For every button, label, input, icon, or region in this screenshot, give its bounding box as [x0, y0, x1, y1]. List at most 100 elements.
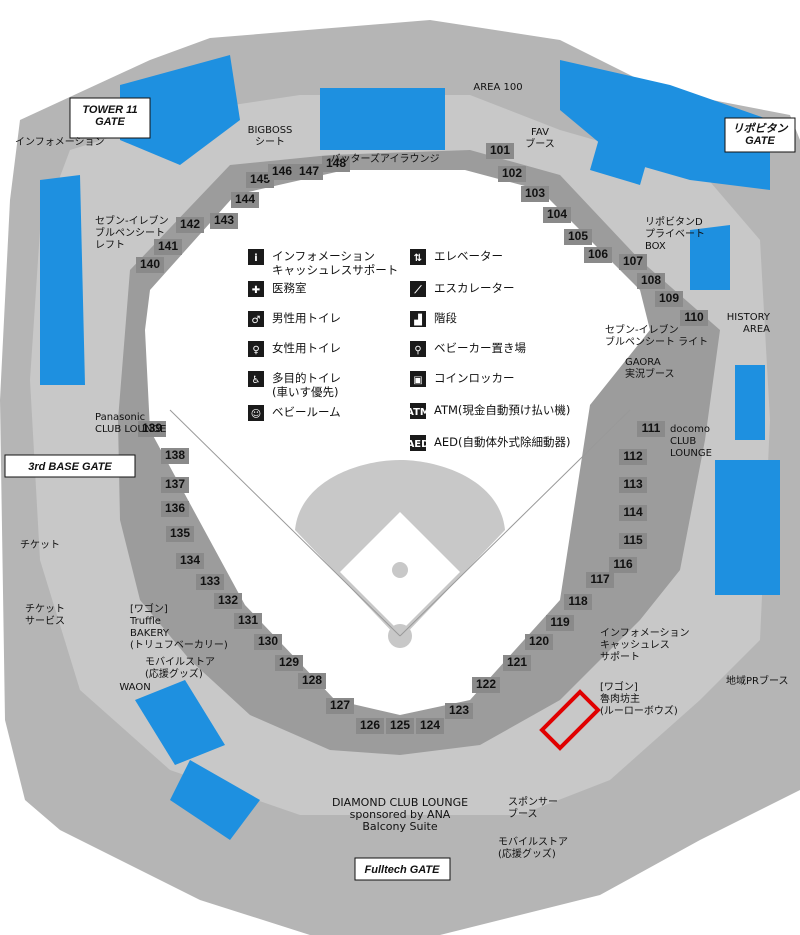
- section-115-block[interactable]: [619, 533, 647, 549]
- section-114[interactable]: 114: [623, 505, 643, 519]
- section-131-block[interactable]: [234, 613, 262, 629]
- section-111-block[interactable]: [637, 421, 665, 437]
- section-110[interactable]: 110: [684, 310, 704, 324]
- section-140-block[interactable]: [136, 257, 164, 273]
- section-124-block[interactable]: [416, 718, 444, 734]
- section-109[interactable]: 109: [659, 291, 679, 305]
- section-130[interactable]: 130: [258, 634, 278, 648]
- section-120-block[interactable]: [525, 634, 553, 650]
- section-144-block[interactable]: [231, 192, 259, 208]
- section-137[interactable]: 137: [165, 477, 185, 491]
- section-104-block[interactable]: [543, 207, 571, 223]
- section-131[interactable]: 131: [238, 613, 258, 627]
- section-129-block[interactable]: [275, 655, 303, 671]
- section-118[interactable]: 118: [568, 594, 588, 608]
- section-136-block[interactable]: [161, 501, 189, 517]
- section-141[interactable]: 141: [158, 239, 178, 253]
- section-123[interactable]: 123: [449, 703, 469, 717]
- section-119-block[interactable]: [546, 615, 574, 631]
- section-134[interactable]: 134: [180, 553, 200, 567]
- section-114-block[interactable]: [619, 505, 647, 521]
- section-116[interactable]: 116: [613, 557, 633, 571]
- section-128[interactable]: 128: [302, 673, 322, 687]
- section-143-block[interactable]: [210, 213, 238, 229]
- section-122-block[interactable]: [472, 677, 500, 693]
- section-109-block[interactable]: [655, 291, 683, 307]
- section-120[interactable]: 120: [529, 634, 549, 648]
- section-142-block[interactable]: [176, 217, 204, 233]
- section-147-block[interactable]: [295, 164, 323, 180]
- section-148-block[interactable]: [322, 156, 350, 172]
- section-106[interactable]: 106: [588, 247, 608, 261]
- section-108[interactable]: 108: [641, 273, 661, 287]
- section-105-block[interactable]: [564, 229, 592, 245]
- section-133-block[interactable]: [196, 574, 224, 590]
- section-148[interactable]: 148: [326, 156, 346, 170]
- section-135-block[interactable]: [166, 526, 194, 542]
- section-122[interactable]: 122: [476, 677, 496, 691]
- section-123-block[interactable]: [445, 703, 473, 719]
- section-138-block[interactable]: [161, 448, 189, 464]
- section-139[interactable]: 139: [142, 421, 162, 435]
- section-146-block[interactable]: [268, 164, 296, 180]
- section-126-block[interactable]: [356, 718, 384, 734]
- section-135[interactable]: 135: [170, 526, 190, 540]
- section-141-block[interactable]: [154, 239, 182, 255]
- section-129[interactable]: 129: [279, 655, 299, 669]
- section-130-block[interactable]: [254, 634, 282, 650]
- section-143[interactable]: 143: [214, 213, 234, 227]
- section-145[interactable]: 145: [250, 172, 270, 186]
- section-112-block[interactable]: [619, 449, 647, 465]
- section-121[interactable]: 121: [507, 655, 527, 669]
- section-112[interactable]: 112: [623, 449, 643, 463]
- section-147[interactable]: 147: [299, 164, 319, 178]
- section-103[interactable]: 103: [525, 186, 545, 200]
- section-137-block[interactable]: [161, 477, 189, 493]
- section-138[interactable]: 138: [165, 448, 185, 462]
- section-105[interactable]: 105: [568, 229, 588, 243]
- accessible-toilet-icon: [248, 371, 264, 387]
- section-136[interactable]: 136: [165, 501, 185, 515]
- section-115[interactable]: 115: [623, 533, 643, 547]
- legend-label-5: ベビールーム: [272, 405, 341, 419]
- section-117[interactable]: 117: [590, 572, 610, 586]
- label-seven-left: セブン-イレブンブルペンシートレフト: [95, 214, 169, 251]
- section-104[interactable]: 104: [547, 207, 567, 221]
- blue-areas: [40, 55, 780, 840]
- section-125-block[interactable]: [386, 718, 414, 734]
- section-142[interactable]: 142: [180, 217, 200, 231]
- section-101-block[interactable]: [486, 143, 514, 159]
- section-111[interactable]: 111: [642, 421, 661, 435]
- section-132-block[interactable]: [214, 593, 242, 609]
- section-127-block[interactable]: [326, 698, 354, 714]
- section-127[interactable]: 127: [330, 698, 350, 712]
- section-128-block[interactable]: [298, 673, 326, 689]
- section-108-block[interactable]: [637, 273, 665, 289]
- section-113[interactable]: 113: [623, 477, 643, 491]
- section-139-block[interactable]: [138, 421, 166, 437]
- section-146[interactable]: 146: [272, 164, 292, 178]
- section-144[interactable]: 144: [235, 192, 255, 206]
- section-103-block[interactable]: [521, 186, 549, 202]
- section-107-block[interactable]: [619, 254, 647, 270]
- section-140[interactable]: 140: [140, 257, 160, 271]
- section-117-block[interactable]: [586, 572, 614, 588]
- section-145-block[interactable]: [246, 172, 274, 188]
- section-113-block[interactable]: [619, 477, 647, 493]
- section-134-block[interactable]: [176, 553, 204, 569]
- section-133[interactable]: 133: [200, 574, 220, 588]
- section-125[interactable]: 125: [390, 718, 410, 732]
- section-118-block[interactable]: [564, 594, 592, 610]
- section-101[interactable]: 101: [490, 143, 510, 157]
- section-126[interactable]: 126: [360, 718, 380, 732]
- section-124[interactable]: 124: [420, 718, 440, 732]
- section-102[interactable]: 102: [502, 166, 522, 180]
- section-116-block[interactable]: [609, 557, 637, 573]
- section-107[interactable]: 107: [623, 254, 643, 268]
- section-132[interactable]: 132: [218, 593, 238, 607]
- section-106-block[interactable]: [584, 247, 612, 263]
- section-110-block[interactable]: [680, 310, 708, 326]
- section-121-block[interactable]: [503, 655, 531, 671]
- section-119[interactable]: 119: [550, 615, 570, 629]
- section-102-block[interactable]: [498, 166, 526, 182]
